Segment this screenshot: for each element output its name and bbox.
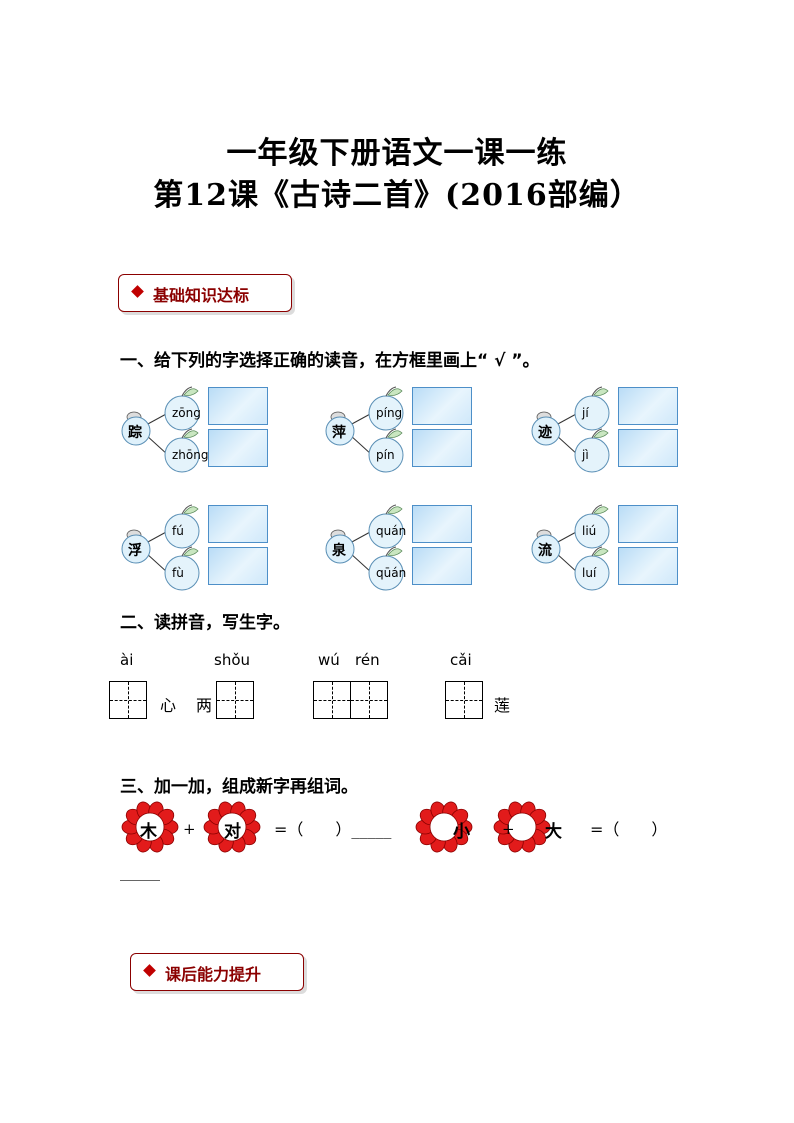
apple-icon [121,386,200,473]
answer-blank[interactable]: _____ [120,862,160,881]
plus-sign-1: + [183,820,196,838]
section-basic-label: 基础知识达标 [153,286,250,305]
writing-grid-ren[interactable] [350,681,388,719]
flower-char-xiao: 小 [453,822,470,842]
writing-grid-wu[interactable] [313,681,351,719]
reading-item: 浮 fú fù [118,503,268,599]
apple-icon [121,504,200,591]
reading-item: 流 liú luí [528,503,678,599]
pinyin-wu: wú [318,651,340,669]
pinyin-shou: shǒu [214,651,251,669]
pinyin-option: jí [582,406,589,420]
reading-item: 泉 quán qūán [322,503,472,599]
reading-char: 萍 [332,425,346,441]
reading-item: 萍 píng pín [322,385,472,481]
flower-4 [493,801,551,853]
pinyin-option: qūán [376,566,407,580]
reading-char: 踪 [128,425,142,441]
apple-icon [531,504,610,591]
answer-checkbox[interactable] [208,547,268,585]
diamond-icon [131,285,144,298]
answer-checkbox[interactable] [412,505,472,543]
reading-item: 迹 jí jì [528,385,678,481]
flower-1 [121,801,179,853]
writing-grid-shou[interactable] [216,681,254,719]
flower-char-da: 大 [545,822,562,842]
answer-checkbox[interactable] [412,387,472,425]
flower-3 [415,801,473,853]
apple-icon [325,386,404,473]
word-char-xin: 心 [160,696,177,715]
section-basic-banner: 基础知识达标 [118,274,292,312]
answer-checkbox[interactable] [208,505,268,543]
answer-checkbox[interactable] [618,547,678,585]
reading-char: 迹 [538,425,552,441]
plus-sign-2: + [502,820,515,838]
answer-checkbox[interactable] [208,387,268,425]
answer-checkbox[interactable] [618,387,678,425]
q3-heading: 三、加一加，组成新字再组词。 [120,777,358,797]
page-title: 一年级下册语文一课一练 [226,136,568,171]
answer-checkbox[interactable] [618,429,678,467]
reading-item: 踪 zōng zhōng [118,385,268,481]
page-subtitle: 第12课《古诗二首》(2016部编） [153,178,641,213]
pinyin-option: píng [376,406,403,420]
word-char-lian: 莲 [494,696,511,715]
pinyin-option: jì [582,448,589,462]
apple-icon [531,386,610,473]
flower-2 [203,801,261,853]
pinyin-option: fù [172,566,184,580]
writing-grid-ai[interactable] [109,681,147,719]
pinyin-ai: ài [120,651,134,669]
reading-char: 流 [538,543,552,559]
pinyin-option: liú [582,524,597,538]
diamond-icon [143,964,156,977]
reading-char: 泉 [332,543,346,559]
reading-char: 浮 [128,543,142,559]
writing-grid-cai[interactable] [445,681,483,719]
section-after-label: 课后能力提升 [165,965,262,984]
pinyin-option: quán [376,524,407,538]
q2-heading: 二、读拼音，写生字。 [120,613,290,633]
equation-1[interactable]: =（ ）_____ [274,820,392,839]
apple-icon [325,504,404,591]
equation-2[interactable]: =（ ） [590,820,668,839]
answer-checkbox[interactable] [412,547,472,585]
answer-checkbox[interactable] [208,429,268,467]
pinyin-ren: rén [355,651,380,669]
pinyin-option: luí [582,566,597,580]
q1-heading: 一、给下列的字选择正确的读音，在方框里画上“ √ ”。 [120,351,540,371]
word-char-liang: 两 [196,696,213,715]
pinyin-option: fú [172,524,184,538]
answer-checkbox[interactable] [412,429,472,467]
pinyin-option: zōng [172,406,201,420]
pinyin-option: zhōng [172,448,209,462]
flower-char-dui: 对 [224,822,241,842]
answer-checkbox[interactable] [618,505,678,543]
pinyin-cai: cǎi [450,651,472,669]
pinyin-option: pín [376,448,395,462]
flower-char-mu: 木 [140,822,157,842]
section-after-banner: 课后能力提升 [130,953,304,991]
